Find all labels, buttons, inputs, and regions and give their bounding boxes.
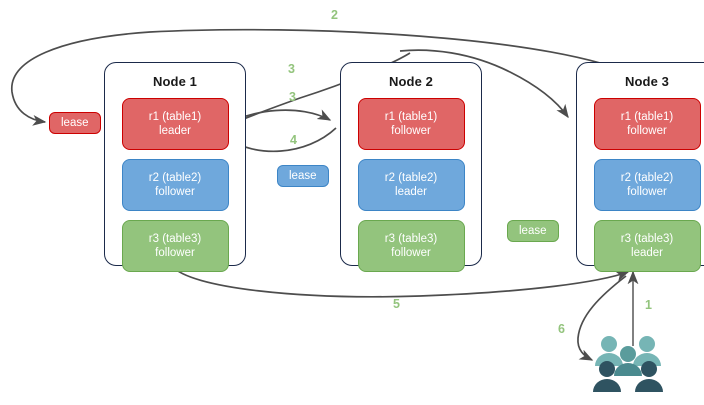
- replica-name: r1 (table1): [384, 110, 438, 123]
- replica-role: follower: [627, 186, 667, 198]
- replica-n2-r3[interactable]: r3 (table3) follower: [357, 220, 465, 272]
- replica-role: follower: [155, 186, 195, 198]
- step-label-3-upper: 3: [288, 62, 295, 76]
- step-label-2: 2: [331, 8, 338, 22]
- replica-n1-r1[interactable]: r1 (table1) leader: [121, 98, 229, 150]
- node-1-title: Node 1: [153, 74, 197, 89]
- step-label-5: 5: [393, 297, 400, 311]
- replica-n1-r3[interactable]: r3 (table3) follower: [121, 220, 229, 272]
- users-icon: [593, 336, 663, 392]
- step-label-3-lens: 3: [289, 90, 296, 104]
- replica-role: follower: [155, 247, 195, 259]
- replica-role: leader: [395, 186, 427, 198]
- replica-name: r1 (table1): [148, 110, 202, 123]
- replica-n3-r1[interactable]: r1 (table1) follower: [593, 98, 701, 150]
- replica-n3-r3[interactable]: r3 (table3) leader: [593, 220, 701, 272]
- node-2-title: Node 2: [389, 74, 433, 89]
- replica-role: follower: [391, 247, 431, 259]
- replica-n1-r2[interactable]: r2 (table2) follower: [121, 159, 229, 211]
- step-label-1: 1: [645, 298, 652, 312]
- replica-n2-r1[interactable]: r1 (table1) follower: [357, 98, 465, 150]
- replica-name: r3 (table3): [620, 232, 674, 245]
- lease-badge-r2[interactable]: lease: [277, 165, 329, 187]
- replica-name: r3 (table3): [148, 232, 202, 245]
- step-label-4: 4: [290, 133, 297, 147]
- lease-badge-r1[interactable]: lease: [49, 112, 101, 134]
- replica-name: r1 (table1): [620, 110, 674, 123]
- replica-role: follower: [391, 125, 431, 137]
- replica-name: r3 (table3): [384, 232, 438, 245]
- replica-role: follower: [627, 125, 667, 137]
- replica-n2-r2[interactable]: r2 (table2) leader: [357, 159, 465, 211]
- node-3-title: Node 3: [625, 74, 669, 89]
- lease-badge-r3[interactable]: lease: [507, 220, 559, 242]
- replica-name: r2 (table2): [384, 171, 438, 184]
- replica-role: leader: [631, 247, 663, 259]
- node-3[interactable]: Node 3 r1 (table1) follower r2 (table2) …: [576, 62, 704, 272]
- step-label-6: 6: [558, 322, 565, 336]
- replica-role: leader: [159, 125, 191, 137]
- replica-name: r2 (table2): [148, 171, 202, 184]
- node-2[interactable]: Node 2 r1 (table1) follower r2 (table2) …: [340, 62, 482, 272]
- node-1[interactable]: Node 1 r1 (table1) leader r2 (table2) fo…: [104, 62, 246, 272]
- replica-n3-r2[interactable]: r2 (table2) follower: [593, 159, 701, 211]
- replica-name: r2 (table2): [620, 171, 674, 184]
